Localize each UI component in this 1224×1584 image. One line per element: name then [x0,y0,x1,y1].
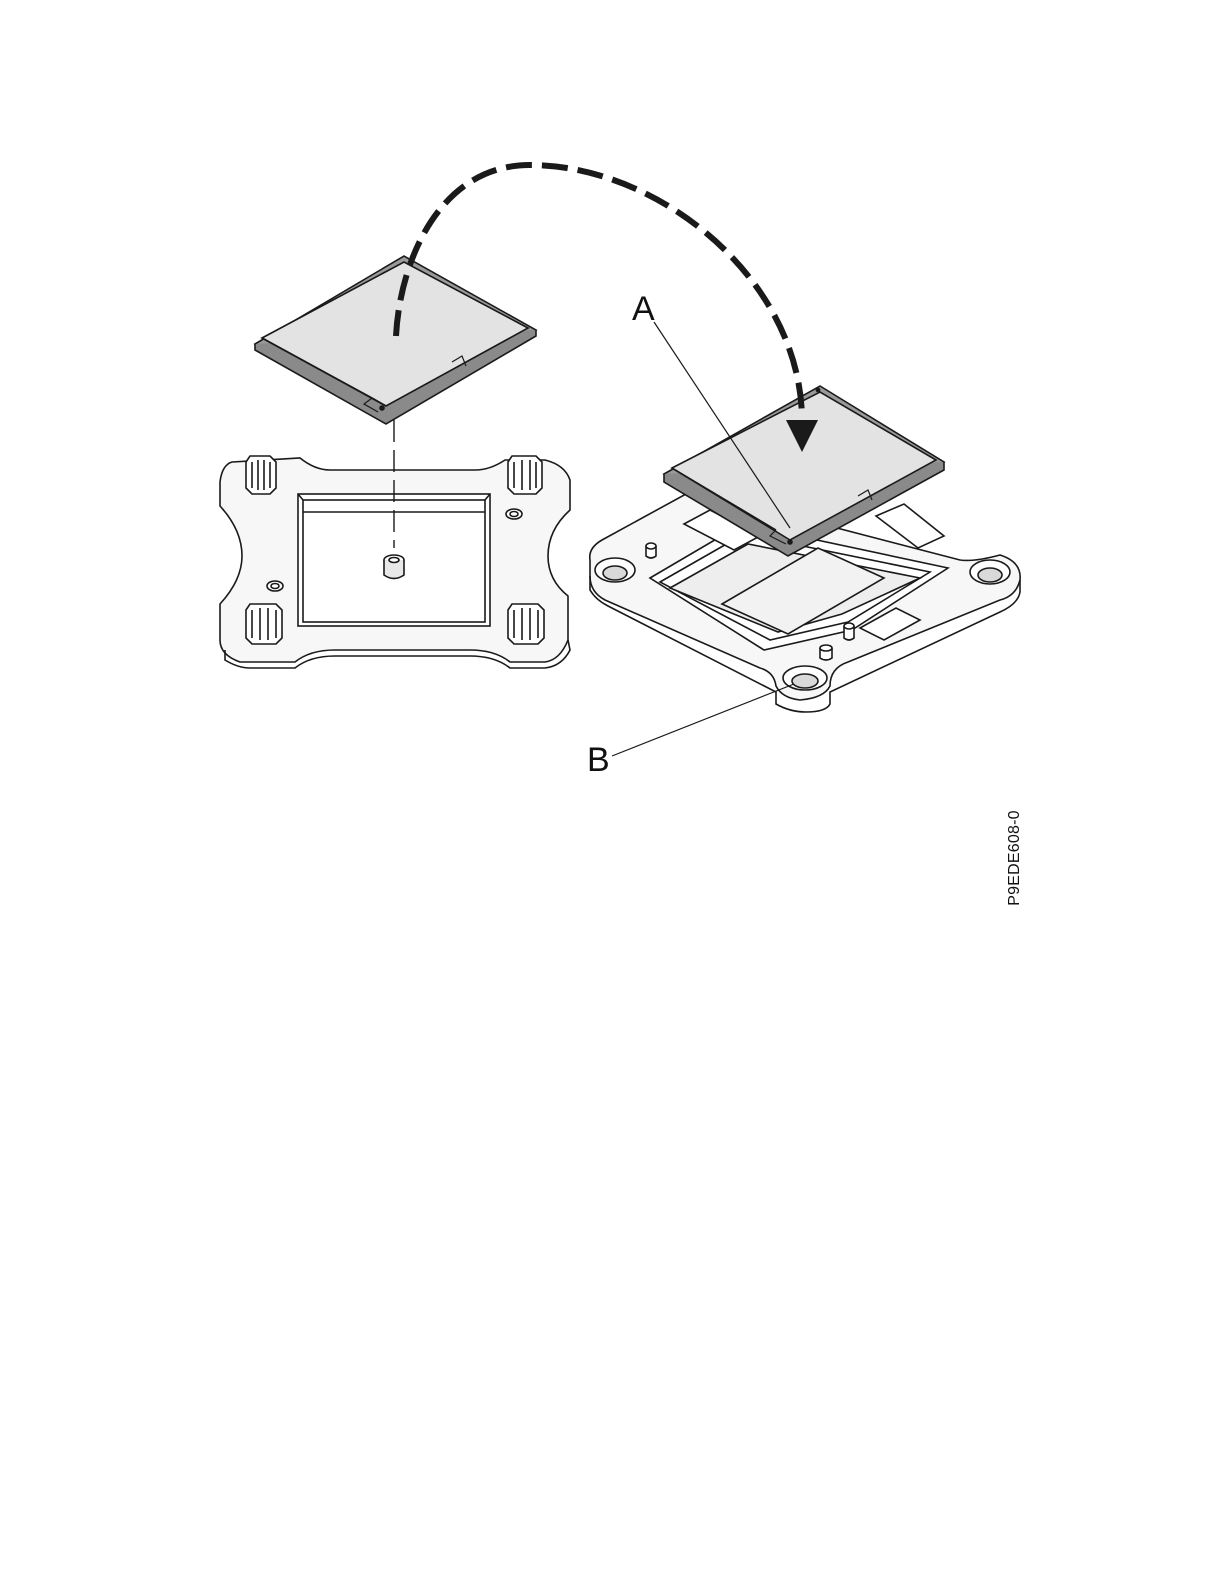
callout-a-label: A [632,292,655,326]
figure-id-label: P9EDE608-0 [1006,810,1024,905]
callout-b-leader [612,684,794,756]
callout-b-label: B [587,743,610,777]
processor-carrier-icon [220,456,570,668]
processor-module-icon [255,256,536,424]
